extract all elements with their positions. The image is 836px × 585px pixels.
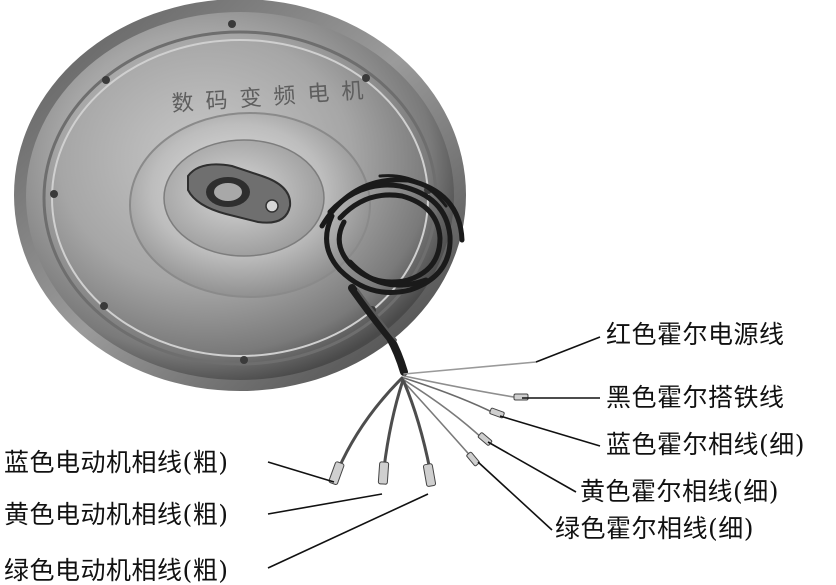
label-black-hall-ground: 黑色霍尔搭铁线 — [606, 383, 785, 412]
leader-red-hall-power — [535, 336, 601, 363]
leader-lines — [267, 336, 601, 569]
wire-blue-motor-phase — [336, 376, 404, 472]
wire-terminals — [328, 393, 529, 487]
wire-black-hall-ground — [403, 375, 521, 399]
wire-blue-hall-phase — [403, 377, 497, 415]
wire-yellow-motor-phase — [382, 378, 405, 470]
cable-tail — [348, 284, 408, 376]
wire-fan — [336, 361, 537, 472]
label-red-hall-power: 红色霍尔电源线 — [606, 320, 785, 349]
wire-yellow-hall-phase — [403, 379, 485, 441]
wire-green-motor-phase — [402, 380, 432, 472]
wire-red-hall-power — [403, 361, 537, 375]
wire-green-hall-phase — [403, 381, 475, 461]
leader-yellow-hall-phase — [487, 441, 577, 493]
label-green-motor-phase: 绿色电动机相线(粗) — [4, 556, 229, 585]
axle — [187, 163, 292, 224]
leader-yellow-motor-phase — [267, 493, 383, 515]
leader-blue-motor-phase — [267, 461, 335, 483]
leader-green-motor-phase — [267, 493, 429, 569]
cable-coil — [319, 174, 465, 295]
leader-green-hall-phase — [477, 461, 553, 531]
label-green-hall-phase: 绿色霍尔相线(细) — [555, 514, 755, 543]
motor-cover-ring — [42, 30, 438, 366]
label-blue-hall-phase: 蓝色霍尔相线(细) — [606, 430, 806, 459]
leader-blue-hall-phase — [499, 415, 601, 447]
label-yellow-hall-phase: 黄色霍尔相线(细) — [580, 477, 780, 506]
label-yellow-motor-phase: 黄色电动机相线(粗) — [4, 500, 229, 529]
label-blue-motor-phase: 蓝色电动机相线(粗) — [4, 448, 229, 477]
